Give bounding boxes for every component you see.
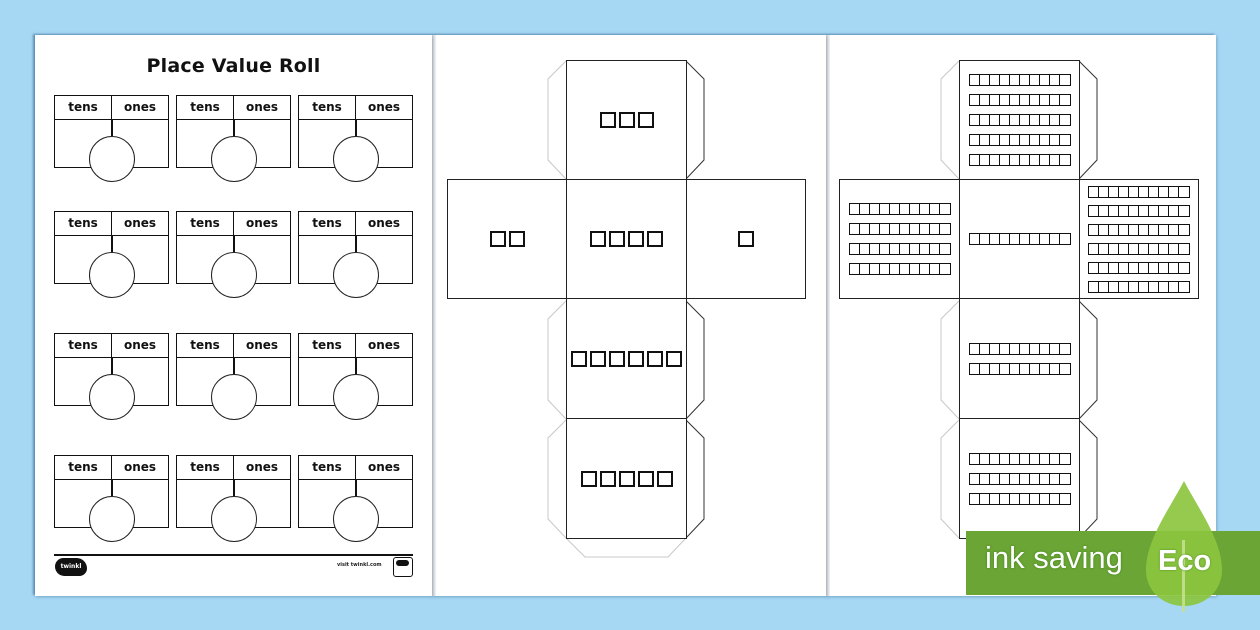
ones-label: ones [123, 460, 157, 474]
answer-circle [333, 252, 379, 298]
die-face-top [959, 60, 1080, 180]
tens-label: tens [299, 334, 356, 357]
ones-label: ones [367, 460, 401, 474]
answer-circle [211, 136, 257, 182]
tens-label: tens [177, 456, 234, 479]
place-value-box: tens ones [298, 95, 413, 182]
glue-tabs [940, 60, 1098, 539]
twinkl-logo: twinkl [55, 558, 87, 576]
tens-label: tens [55, 96, 112, 119]
place-value-box: tens ones [298, 211, 413, 298]
footer-divider [54, 554, 413, 556]
answer-circle [89, 136, 135, 182]
place-value-box: tens ones [298, 333, 413, 420]
place-value-box: tens ones [54, 455, 169, 542]
tens-label: tens [55, 212, 112, 235]
die-face-center [566, 179, 687, 299]
ink-saving-text: ink saving [985, 540, 1123, 575]
tens-label: tens [55, 456, 112, 479]
place-value-box: tens ones [54, 95, 169, 182]
place-value-box: tens ones [54, 333, 169, 420]
answer-circle [89, 252, 135, 298]
tens-label: tens [177, 212, 234, 235]
die-face-top [566, 60, 687, 180]
eco-label: Eco [1158, 545, 1212, 577]
website-text: visit twinkl.com [337, 562, 382, 568]
ones-label: ones [123, 100, 157, 114]
answer-circle [333, 374, 379, 420]
tens-label: tens [177, 96, 234, 119]
tens-die-net [826, 35, 1216, 596]
place-value-box: tens ones [176, 211, 291, 298]
die-face-below-1 [959, 298, 1080, 419]
quality-badge-icon [393, 557, 413, 577]
die-face-below-2 [959, 418, 1080, 539]
answer-circle [89, 374, 135, 420]
place-value-box: tens ones [176, 455, 291, 542]
die-face-right [1079, 179, 1199, 299]
ones-label: ones [245, 338, 279, 352]
tens-label: tens [299, 456, 356, 479]
tens-label: tens [177, 334, 234, 357]
die-face-below-1 [566, 298, 687, 419]
ones-label: ones [245, 100, 279, 114]
ones-label: ones [367, 216, 401, 230]
die-face-left [447, 179, 567, 299]
answer-circle [89, 496, 135, 542]
ones-label: ones [123, 216, 157, 230]
die-face-center [959, 179, 1080, 299]
worksheet-title: Place Value Roll [146, 55, 321, 77]
tens-label: tens [299, 212, 356, 235]
ones-label: ones [123, 338, 157, 352]
tens-label: tens [55, 334, 112, 357]
place-value-box: tens ones [298, 455, 413, 542]
answer-circle [211, 252, 257, 298]
ones-label: ones [245, 460, 279, 474]
ones-label: ones [367, 338, 401, 352]
ones-die-page [432, 35, 826, 596]
answer-circle [211, 496, 257, 542]
die-face-left [839, 179, 960, 299]
ones-die-net [432, 35, 826, 596]
place-value-box: tens ones [176, 95, 291, 182]
ones-label: ones [245, 216, 279, 230]
place-value-box: tens ones [176, 333, 291, 420]
tens-label: tens [299, 96, 356, 119]
answer-circle [333, 496, 379, 542]
eco-leaf-icon [1146, 481, 1222, 612]
ones-label: ones [367, 100, 401, 114]
place-value-box: tens ones [54, 211, 169, 298]
die-face-below-2 [566, 418, 687, 539]
answer-circle [333, 136, 379, 182]
answer-circle [211, 374, 257, 420]
die-face-right [686, 179, 806, 299]
tens-die-page [826, 35, 1216, 596]
